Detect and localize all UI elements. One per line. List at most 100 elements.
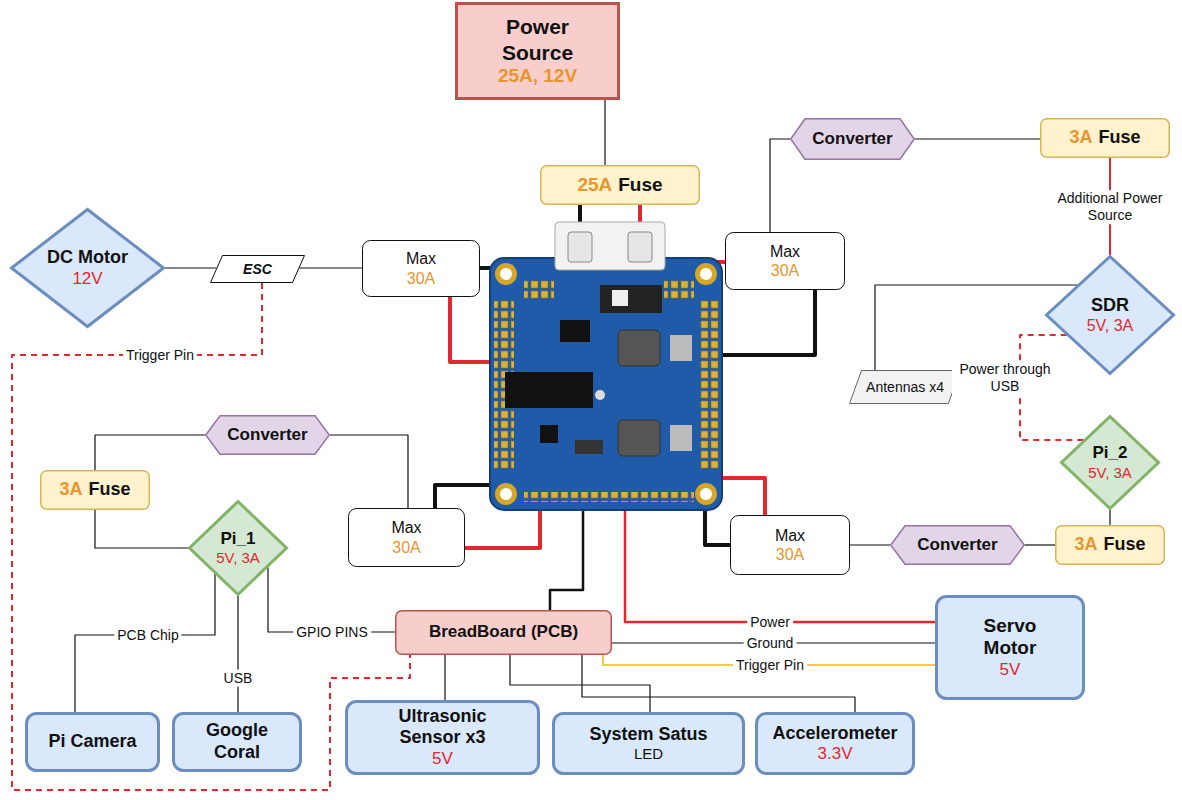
node-text: Pi_2 <box>1093 443 1128 463</box>
component-box: Servo Motor5V <box>935 595 1085 700</box>
node-text: 30A <box>771 261 799 280</box>
capacitor <box>670 335 692 361</box>
node-outline <box>730 515 850 575</box>
connector-line <box>299 267 362 268</box>
outline-shape <box>1056 526 1165 565</box>
connector-line <box>268 567 395 632</box>
node-text: Max <box>406 249 436 268</box>
mount-hole <box>695 263 717 285</box>
outline-shape <box>937 597 1084 699</box>
edge-pads <box>524 280 554 300</box>
node-text: 30A <box>392 538 420 557</box>
node-text: 25A <box>577 174 612 197</box>
node-text: 5V, 3A <box>1088 464 1132 482</box>
connector-slot <box>628 232 652 262</box>
connector-label: Trigger Pin <box>733 657 807 674</box>
component-box: Power Source25A, 12V <box>455 2 620 100</box>
node-text: 3A <box>59 479 82 501</box>
connector-line <box>915 138 1040 139</box>
connector-line <box>1109 510 1110 525</box>
outline-shape <box>554 714 744 774</box>
outline-shape <box>1062 417 1159 509</box>
component-box: ESC <box>210 255 305 283</box>
node-text: Fuse <box>89 479 131 501</box>
connector-line <box>75 574 215 712</box>
wire-label: Power <box>747 614 793 631</box>
connector-line <box>444 655 445 700</box>
node-text: LED <box>634 745 663 763</box>
connector-label: Ground <box>744 635 797 652</box>
node-text: Converter <box>917 535 997 555</box>
edge-pads <box>524 492 694 502</box>
edge-pads <box>700 300 720 470</box>
outline-shape <box>206 416 330 455</box>
pcb-board <box>490 222 722 510</box>
outline-shape <box>457 4 619 99</box>
connector-line <box>1025 544 1055 545</box>
node-text: 3A <box>1074 534 1097 556</box>
board-body <box>490 258 722 510</box>
mount-hole <box>495 263 517 285</box>
node-text: Max <box>775 526 805 545</box>
outline-shape <box>891 526 1025 565</box>
node-text: 12V <box>72 269 102 289</box>
component-box: Max30A <box>730 515 850 575</box>
component-box: Accelerometer3.3V <box>755 712 915 775</box>
connector-line <box>237 596 238 712</box>
component-box: Google Coral <box>172 712 302 772</box>
node-text: Fuse <box>618 174 662 197</box>
connector-line <box>582 655 855 712</box>
outline-shape <box>27 714 159 771</box>
node-text: Servo Motor <box>965 615 1055 661</box>
node-outline <box>1060 415 1160 510</box>
outline-shape <box>347 702 539 774</box>
node-text: 5V, 3A <box>216 549 260 567</box>
black-wire <box>705 505 730 545</box>
connector-line <box>850 544 890 545</box>
mount-hole <box>695 483 717 505</box>
xt60-connector <box>555 222 665 270</box>
ic-chip <box>505 372 593 408</box>
outline-shape <box>757 714 914 774</box>
node-outline <box>362 240 480 297</box>
node-text: Converter <box>227 425 307 445</box>
outline-shape <box>850 371 961 404</box>
node-text: 3.3V <box>818 744 853 764</box>
node-text: Fuse <box>1099 127 1141 149</box>
component-box: Max30A <box>362 240 480 297</box>
component-box: 3AFuse <box>1040 118 1170 158</box>
node-text: Max <box>770 242 800 261</box>
component-box: Max30A <box>725 232 845 290</box>
outline-shape <box>174 714 301 771</box>
inductor <box>618 330 660 366</box>
outline-shape <box>1041 119 1170 158</box>
outline-shape <box>731 516 850 575</box>
outline-shape <box>1047 257 1174 374</box>
component-box: Converter <box>890 525 1025 565</box>
servo-power-wire <box>625 505 935 622</box>
device-diamond: DC Motor12V <box>10 208 165 328</box>
device-diamond: Pi_15V, 3A <box>188 500 288 596</box>
node-text: Fuse <box>1104 534 1146 556</box>
regulator <box>600 285 662 313</box>
node-outline <box>348 508 465 567</box>
outline-shape <box>41 471 150 510</box>
device-diamond: Pi_25V, 3A <box>1060 415 1160 510</box>
outline-shape <box>211 256 305 283</box>
outline-shape <box>349 509 465 567</box>
capacitor <box>670 425 692 451</box>
mount-hole-inner <box>500 488 512 500</box>
connector-label: PCB Chip <box>114 627 181 644</box>
node-text: Antennas x4 <box>866 379 944 396</box>
node-text: System Satus <box>589 724 707 746</box>
component-box: 25A Fuse <box>540 165 700 205</box>
component-box: Converter <box>790 118 915 160</box>
node-text: Max <box>391 518 421 537</box>
outline-shape <box>363 241 480 297</box>
connector-line <box>770 139 790 232</box>
connector-line <box>165 267 216 268</box>
power-wires <box>435 205 935 622</box>
outline-shape <box>396 611 612 655</box>
connector-line <box>95 510 188 548</box>
node-text: ESC <box>243 261 272 278</box>
